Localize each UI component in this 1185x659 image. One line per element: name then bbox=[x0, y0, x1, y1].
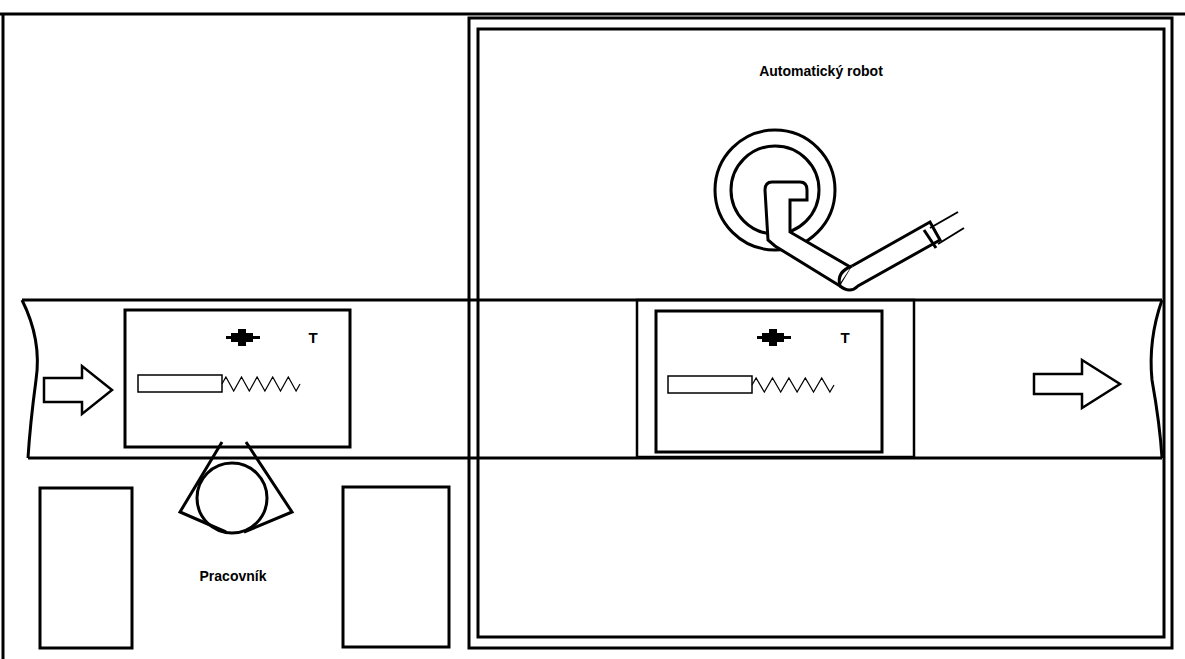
part-label: T bbox=[840, 330, 849, 345]
robot-cell: Automatický robot bbox=[480, 31, 1162, 635]
part-label: T bbox=[308, 330, 317, 345]
node-label: Automatický robot bbox=[759, 63, 883, 79]
node-label: Pracovník bbox=[200, 568, 267, 584]
worker-station: Pracovník bbox=[183, 460, 283, 592]
